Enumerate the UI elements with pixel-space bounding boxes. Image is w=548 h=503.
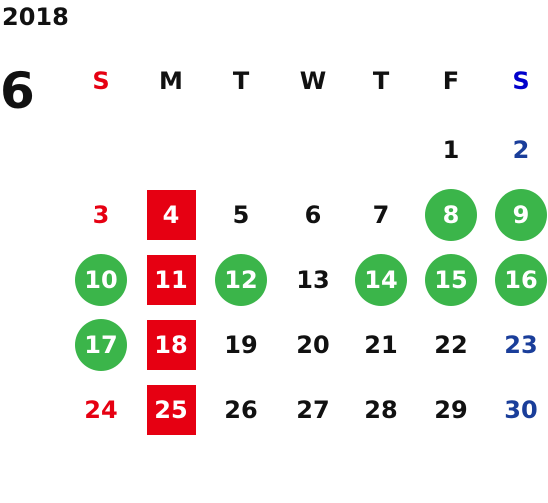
calendar-day[interactable]: 6 (304, 201, 322, 229)
weekday-header-sunday: S (92, 67, 110, 95)
weekday-header-monday: M (159, 67, 183, 95)
calendar-day[interactable]: 26 (224, 396, 258, 424)
calendar-day[interactable]: 19 (224, 331, 258, 359)
weekday-header-friday: F (442, 67, 460, 95)
calendar-day-highlighted[interactable]: 8 (425, 189, 477, 241)
calendar-day-closed[interactable]: 11 (146, 255, 196, 305)
calendar-day[interactable]: 24 (84, 396, 118, 424)
calendar-day-highlighted[interactable]: 9 (495, 189, 547, 241)
calendar-day[interactable]: 23 (504, 331, 538, 359)
calendar-day[interactable]: 22 (434, 331, 468, 359)
calendar-day[interactable]: 5 (232, 201, 250, 229)
year-label: 2018 (2, 3, 69, 31)
calendar-day-highlighted[interactable]: 16 (495, 254, 547, 306)
calendar-day[interactable]: 28 (364, 396, 398, 424)
calendar-day[interactable]: 29 (434, 396, 468, 424)
calendar-day[interactable]: 7 (372, 201, 390, 229)
calendar-day[interactable]: 20 (296, 331, 330, 359)
calendar-day[interactable]: 3 (92, 201, 110, 229)
calendar-day-highlighted[interactable]: 14 (355, 254, 407, 306)
calendar-day[interactable]: 2 (512, 136, 530, 164)
weekday-header-thursday: T (372, 67, 390, 95)
calendar-day-closed[interactable]: 18 (146, 320, 196, 370)
calendar-day-closed[interactable]: 25 (146, 385, 196, 435)
calendar-day[interactable]: 1 (442, 136, 460, 164)
month-label: 6 (0, 62, 35, 120)
calendar-day[interactable]: 21 (364, 331, 398, 359)
weekday-header-wednesday: W (299, 67, 327, 95)
calendar-day[interactable]: 30 (504, 396, 538, 424)
calendar-day-highlighted[interactable]: 12 (215, 254, 267, 306)
calendar-day-highlighted[interactable]: 15 (425, 254, 477, 306)
weekday-header-saturday: S (512, 67, 530, 95)
calendar-day-closed[interactable]: 4 (146, 190, 196, 240)
calendar-day[interactable]: 27 (296, 396, 330, 424)
weekday-header-tuesday: T (232, 67, 250, 95)
calendar-day[interactable]: 13 (296, 266, 330, 294)
calendar-day-highlighted[interactable]: 17 (75, 319, 127, 371)
calendar-day-highlighted[interactable]: 10 (75, 254, 127, 306)
